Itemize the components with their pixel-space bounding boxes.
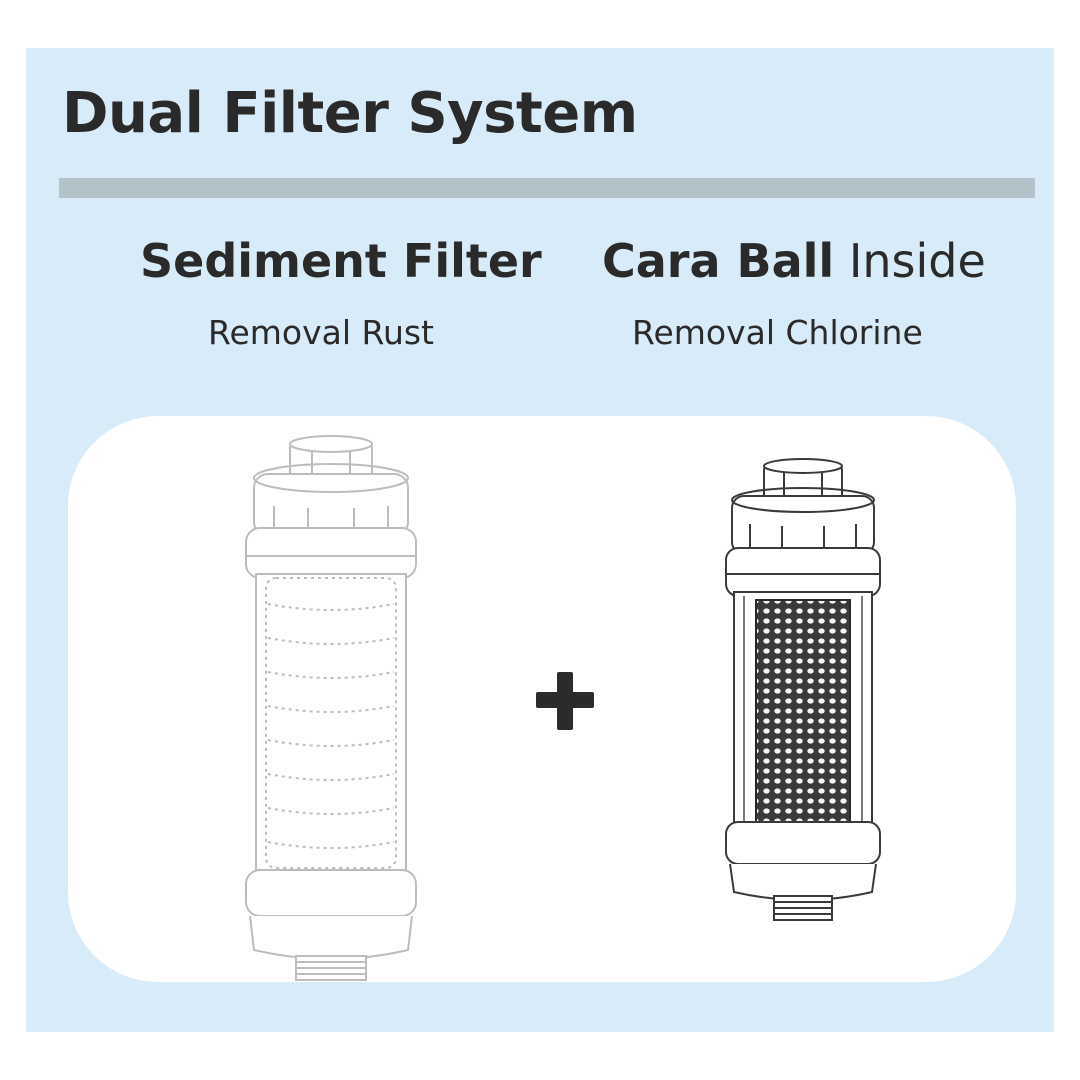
info-panel: Dual Filter System Sediment Filter Remov… <box>26 48 1054 1032</box>
page-title: Dual Filter System <box>62 81 638 146</box>
plus-icon <box>536 672 594 730</box>
sediment-filter-function: Removal Rust <box>208 313 434 352</box>
cara-ball-filter-icon <box>725 458 881 921</box>
sediment-filter-icon <box>245 435 417 981</box>
title-divider <box>59 178 1035 198</box>
cara-ball-filter-name: Cara Ball <box>602 234 835 288</box>
filter-illustration-card <box>68 416 1016 982</box>
filter-illustration <box>245 435 881 981</box>
sediment-filter-name: Sediment Filter <box>140 234 542 288</box>
sediment-filter-heading: Sediment Filter <box>140 238 542 284</box>
cara-ball-filter-heading: Cara Ball Inside <box>602 238 986 284</box>
cara-ball-filter-name-suffix: Inside <box>848 234 986 288</box>
cara-ball-filter-function: Removal Chlorine <box>632 313 923 352</box>
